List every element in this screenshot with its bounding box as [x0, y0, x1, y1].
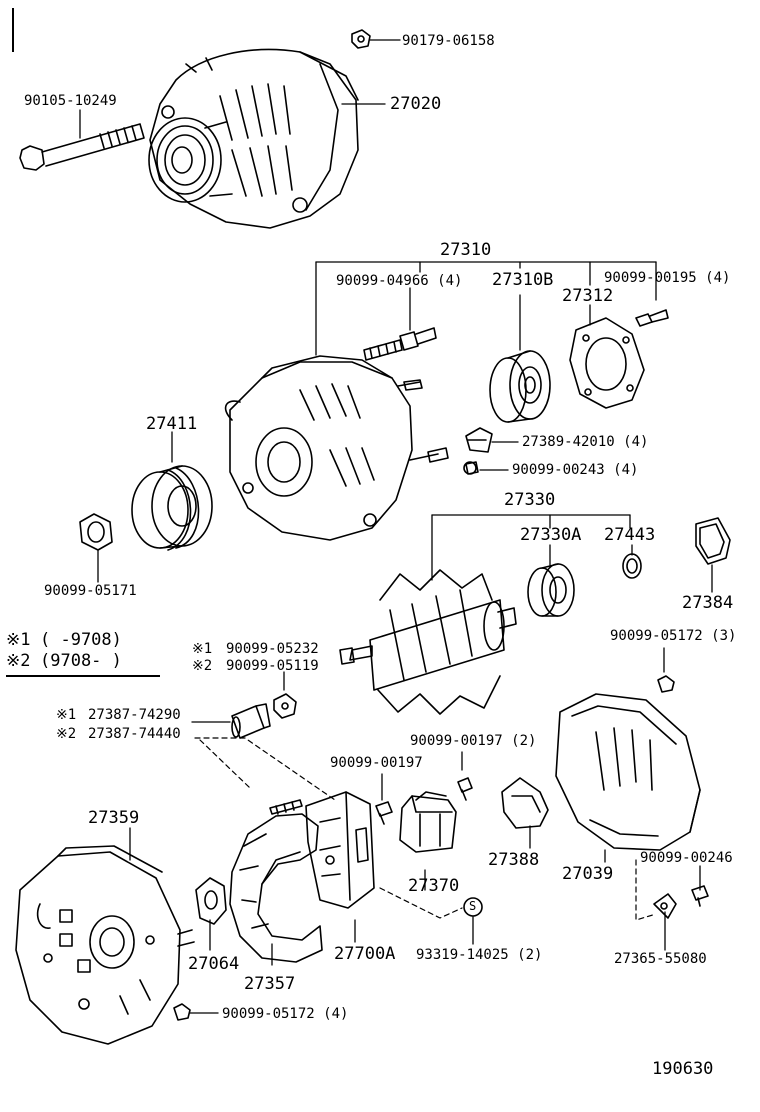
variant-term-code2: 27387-74440 [88, 726, 181, 742]
brush-holder-27370 [399, 791, 457, 853]
cover-27388 [501, 777, 549, 829]
label-27365-55080: 27365-55080 [614, 951, 707, 967]
label-90099-05171: 90099-05171 [44, 583, 137, 599]
legend-row1-mark: ※1 [6, 630, 31, 650]
variant-nut-code1: 90099-05232 [226, 641, 319, 657]
nut-90099-05172-4 [173, 1003, 191, 1021]
label-90105-10249: 90105-10249 [24, 93, 117, 109]
cover-27443 [622, 553, 642, 579]
label-90099-00197-2: 90099-00197 (2) [410, 733, 537, 749]
screw-90099-00197-2 [457, 777, 473, 801]
nut-90099-05171 [79, 513, 113, 551]
leader-lines [79, 39, 713, 1014]
terminal-insulator-27387 [231, 703, 271, 739]
label-90099-04966: 90099-04966 (4) [336, 273, 463, 289]
label-27310: 27310 [440, 240, 492, 260]
legend-underline [6, 675, 160, 677]
variant-nut-mark2: ※2 [192, 658, 213, 674]
nut-90179 [351, 29, 371, 49]
screw-90099-00197 [375, 801, 393, 825]
label-90099-00197: 90099-00197 [330, 755, 423, 771]
nut-variant [273, 693, 297, 719]
label-27020: 27020 [390, 94, 442, 114]
insulator-27064 [195, 877, 227, 925]
label-27330A: 27330A [520, 525, 582, 545]
label-27359: 27359 [88, 808, 140, 828]
symbol-s-letter: S [469, 899, 477, 913]
nut-90099-05172-3 [657, 675, 675, 693]
screw-90099-00243 [463, 461, 479, 475]
label-90179-06158: 90179-06158 [402, 33, 495, 49]
label-27443: 27443 [604, 525, 656, 545]
variant-term-mark2: ※2 [56, 726, 77, 742]
clip-27389 [465, 427, 493, 453]
page-edge-mark [12, 8, 14, 52]
retainer-plate-27312 [569, 317, 645, 409]
bolt-90105 [19, 123, 145, 171]
dashed-links [194, 737, 657, 921]
label-27039: 27039 [562, 864, 614, 884]
label-27312: 27312 [562, 286, 614, 306]
bolt-90099-00246 [691, 885, 709, 907]
variant-nut-code2: 90099-05119 [226, 658, 319, 674]
label-27389-42010: 27389-42010 (4) [522, 434, 649, 450]
legend-row2-mark: ※2 [6, 651, 31, 671]
label-27370: 27370 [408, 876, 460, 896]
bearing-27330A [527, 563, 575, 617]
label-90099-05172-4: 90099-05172 (4) [222, 1006, 349, 1022]
variant-term-code1: 27387-74290 [88, 707, 181, 723]
label-90099-05172-3: 90099-05172 (3) [610, 628, 737, 644]
legend-row1-range: ( -9708) [40, 630, 122, 650]
rotor-27330 [339, 569, 517, 715]
regulator-27700A [305, 791, 375, 909]
label-27388: 27388 [488, 850, 540, 870]
variant-term-mark1: ※1 [56, 707, 77, 723]
diagram-number: 190630 [652, 1059, 714, 1079]
label-27310B: 27310B [492, 270, 554, 290]
label-93319-14025: 93319-14025 (2) [416, 947, 543, 963]
bearing-27310B [489, 350, 551, 423]
insulator-27384 [695, 517, 731, 565]
rectifier-holder-27357 [229, 799, 323, 963]
label-27411: 27411 [146, 414, 198, 434]
symbol-s-circle [463, 897, 483, 917]
label-27064: 27064 [188, 954, 240, 974]
legend-row2-range: (9708- ) [40, 651, 122, 671]
rear-cover-27359 [15, 845, 195, 1045]
pulley-27411 [131, 465, 213, 551]
label-27330: 27330 [504, 490, 556, 510]
label-90099-00243: 90099-00243 (4) [512, 462, 639, 478]
bolt-90099-04966 [363, 327, 437, 361]
label-90099-00195: 90099-00195 (4) [604, 270, 731, 286]
label-27357: 27357 [244, 974, 296, 994]
label-90099-00246: 90099-00246 [640, 850, 733, 866]
variant-nut-mark1: ※1 [192, 641, 213, 657]
label-27700A: 27700A [334, 944, 396, 964]
screw-90099-00195 [635, 309, 669, 327]
end-frame-27039 [555, 693, 701, 851]
terminal-27365 [653, 893, 677, 919]
label-27384: 27384 [682, 593, 734, 613]
alternator-assembly [148, 48, 359, 229]
drive-end-frame [224, 355, 449, 541]
